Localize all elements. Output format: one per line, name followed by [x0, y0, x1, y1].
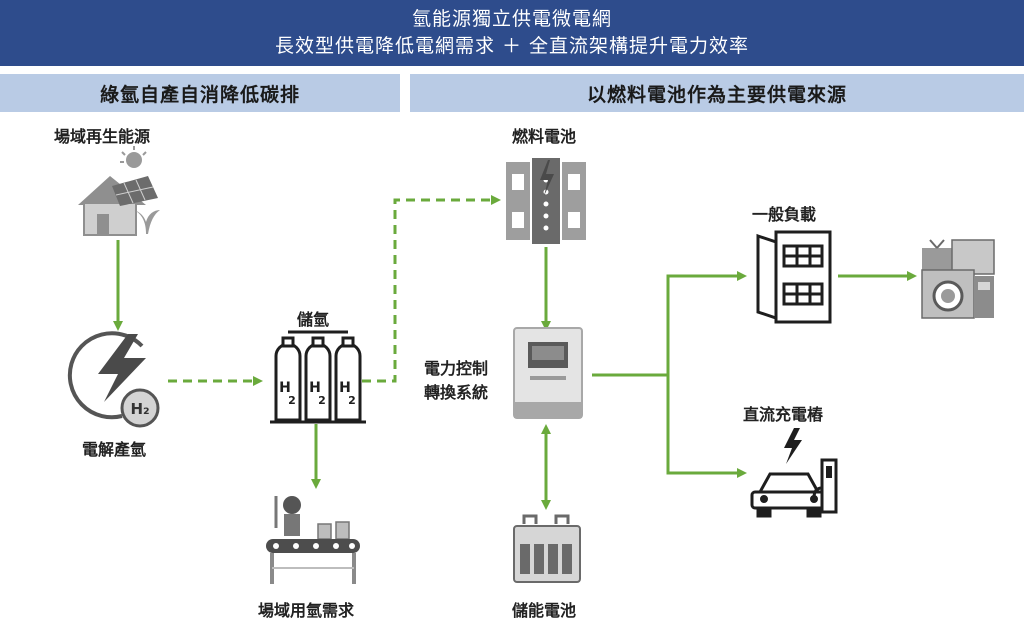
lightning-h2-icon: H₂ — [67, 331, 160, 428]
home-appliances-icon — [921, 239, 995, 319]
label-control-line1: 電力控制 — [424, 359, 489, 378]
h2-badge: H₂ — [130, 400, 149, 418]
battery-pack-icon — [513, 514, 581, 583]
label-site-demand: 場域用氫需求 — [258, 601, 355, 620]
power-controller-icon — [513, 327, 583, 419]
tank-label-2: H — [309, 380, 321, 396]
label-renewable: 場域再生能源 — [54, 127, 151, 146]
section-header-left: 綠氫自產自消降低碳排 — [0, 74, 400, 112]
tank-label-3: H — [339, 380, 351, 396]
fuel-cell-stack-icon — [506, 158, 586, 244]
label-control-line2: 轉換系統 — [424, 383, 489, 402]
ev-charger-icon — [750, 428, 838, 518]
title-banner: 氫能源獨立供電微電網 長效型供電降低電網需求 ＋ 全直流架構提升電力效率 — [0, 0, 1024, 66]
connectors — [113, 195, 917, 510]
title-line-2: 長效型供電降低電網需求 ＋ 全直流架構提升電力效率 — [274, 35, 750, 57]
tank-sub-3: 2 — [348, 394, 356, 407]
title-line-1: 氫能源獨立供電微電網 — [411, 8, 612, 30]
arrow-branch-to-load — [666, 271, 747, 375]
solar-house-icon — [78, 146, 160, 236]
gas-cylinders-icon — [270, 330, 366, 424]
section-header-right: 以燃料電池作為主要供電來源 — [410, 74, 1024, 112]
tank-sub-2: 2 — [318, 394, 326, 407]
label-storage: 儲氫 — [297, 310, 330, 329]
arrow-storage-to-fuelcell — [362, 195, 501, 383]
arrow-branch-to-charger — [666, 375, 747, 478]
label-general-load: 一般負載 — [752, 205, 817, 224]
tank-label-1: H — [279, 380, 291, 396]
electrical-panel-icon — [756, 230, 832, 324]
label-fuel-cell: 燃料電池 — [512, 127, 577, 146]
conveyor-factory-icon — [266, 496, 360, 584]
label-battery: 儲能電池 — [512, 601, 577, 620]
tank-sub-1: 2 — [288, 394, 296, 407]
label-dc-charger: 直流充電樁 — [743, 405, 824, 424]
label-electrolysis: 電解產氫 — [82, 440, 147, 459]
